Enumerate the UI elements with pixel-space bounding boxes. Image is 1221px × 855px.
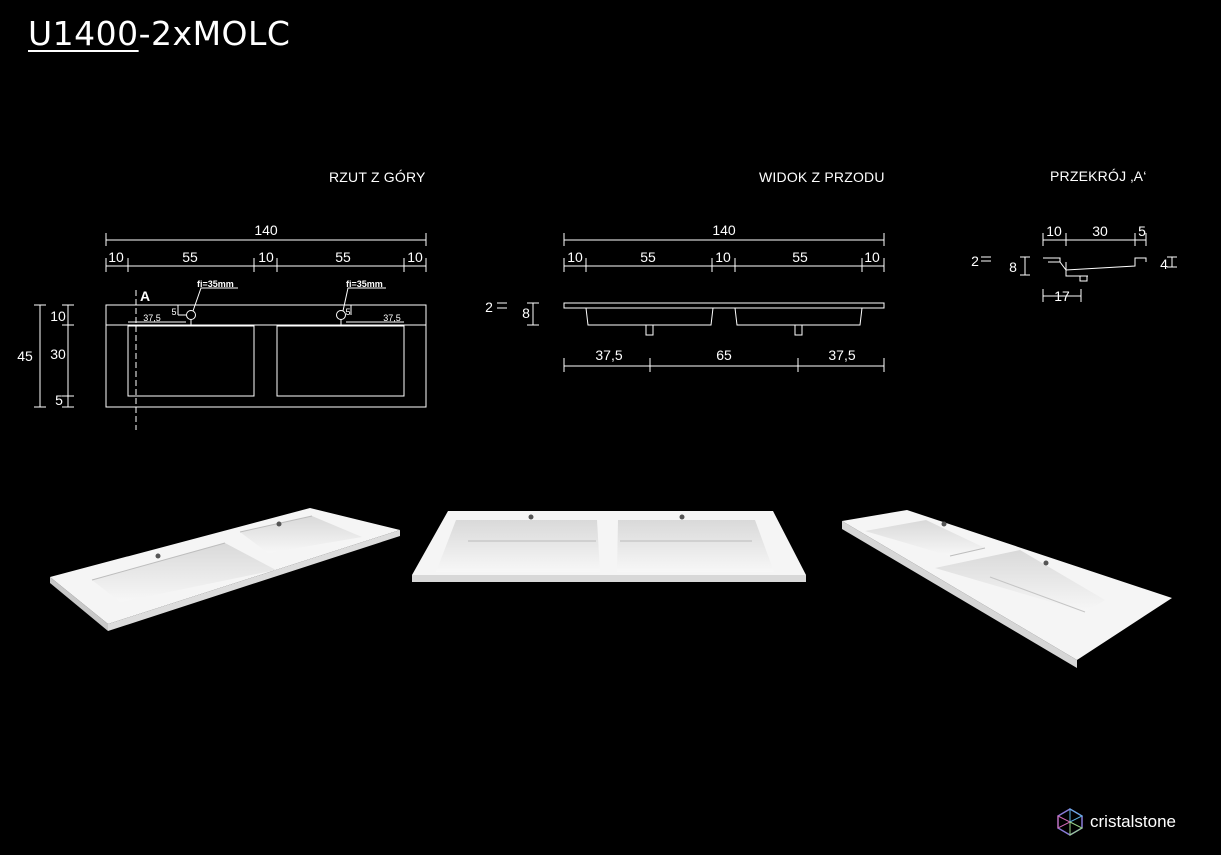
section-rim-height: 4	[1160, 256, 1168, 272]
section-seg-1: 10	[1046, 223, 1062, 239]
top-seg-5: 10	[407, 249, 423, 265]
hole-right-offset-y: 5	[345, 307, 350, 317]
section-thickness: 2	[971, 253, 979, 269]
section-view-label: PRZEKRÓJ ‚A‘	[1050, 168, 1147, 184]
top-view-text: 140 10 55 10 55 10 45 10 30 5 A fi=35mm …	[17, 222, 423, 408]
front-view	[497, 233, 885, 372]
render-right-perspective	[842, 510, 1172, 668]
section-seg-2: 30	[1092, 223, 1108, 239]
front-bowl-right	[734, 307, 863, 326]
top-overall-value: 140	[254, 222, 278, 238]
front-view-label: WIDOK Z PRZODU	[759, 169, 885, 185]
section-drain-offset: 17	[1054, 288, 1070, 304]
product-suffix: -2xMOLC	[138, 14, 291, 53]
top-outline	[105, 304, 427, 408]
section-view	[981, 233, 1177, 302]
top-view	[34, 233, 427, 430]
front-seg-2: 55	[640, 249, 656, 265]
top-hole-left-leader	[192, 287, 238, 312]
hole-right-label: fi=35mm	[346, 279, 383, 289]
top-depth-seg-2: 30	[50, 346, 66, 362]
front-slab	[563, 302, 885, 309]
front-seg-3: 10	[715, 249, 731, 265]
front-drain-seg-1: 37,5	[595, 347, 622, 363]
top-hole-left	[186, 310, 196, 320]
section-mark: A	[140, 288, 150, 304]
brand-name: cristalstone	[1090, 812, 1176, 831]
section-bowl-depth: 8	[1009, 259, 1017, 275]
top-seg-1: 10	[108, 249, 124, 265]
front-drain-seg-2: 65	[716, 347, 732, 363]
crystal-icon	[1057, 808, 1084, 836]
section-front-rim	[1043, 257, 1061, 263]
front-drain-seg-3: 37,5	[828, 347, 855, 363]
front-view-text: 140 10 55 10 55 10 2 8 37,5 65 37,5	[485, 222, 880, 363]
top-seg-2: 55	[182, 249, 198, 265]
product-title: U1400-2xMOLC	[28, 14, 290, 53]
section-bowl-floor	[1059, 257, 1147, 271]
top-bowl-right	[276, 325, 405, 397]
front-overall-value: 140	[712, 222, 736, 238]
hole-left-offset-y: 5	[171, 307, 176, 317]
brand-logo: cristalstone	[1056, 808, 1176, 836]
front-seg-1: 10	[567, 249, 583, 265]
render-left-perspective	[50, 508, 400, 631]
front-bowl-depth: 8	[522, 305, 530, 321]
top-seg-3: 10	[258, 249, 274, 265]
render-front-perspective	[412, 511, 806, 582]
top-hole-right-leader	[342, 287, 386, 312]
front-drain-right	[794, 324, 803, 336]
hole-left-label: fi=35mm	[197, 279, 234, 289]
section-drain	[1079, 275, 1088, 282]
section-seg-3: 5	[1138, 223, 1146, 239]
front-seg-5: 10	[864, 249, 880, 265]
hole-left-offset-x: 37,5	[143, 313, 161, 323]
top-view-label: RZUT Z GÓRY	[329, 169, 426, 185]
section-view-text: 10 30 5 2 8 4 17	[971, 223, 1168, 304]
front-seg-4: 55	[792, 249, 808, 265]
hole-right-offset-x: 37,5	[383, 313, 401, 323]
top-seg-4: 55	[335, 249, 351, 265]
top-hole-right	[336, 310, 346, 320]
front-thickness: 2	[485, 299, 493, 315]
top-depth-seg-1: 10	[50, 308, 66, 324]
top-depth-total: 45	[17, 348, 33, 364]
front-drain-left	[645, 324, 654, 336]
front-bowl-left	[585, 307, 714, 326]
top-depth-seg-3: 5	[55, 392, 63, 408]
top-bowl-left	[127, 325, 255, 397]
product-code: U1400	[28, 14, 139, 53]
